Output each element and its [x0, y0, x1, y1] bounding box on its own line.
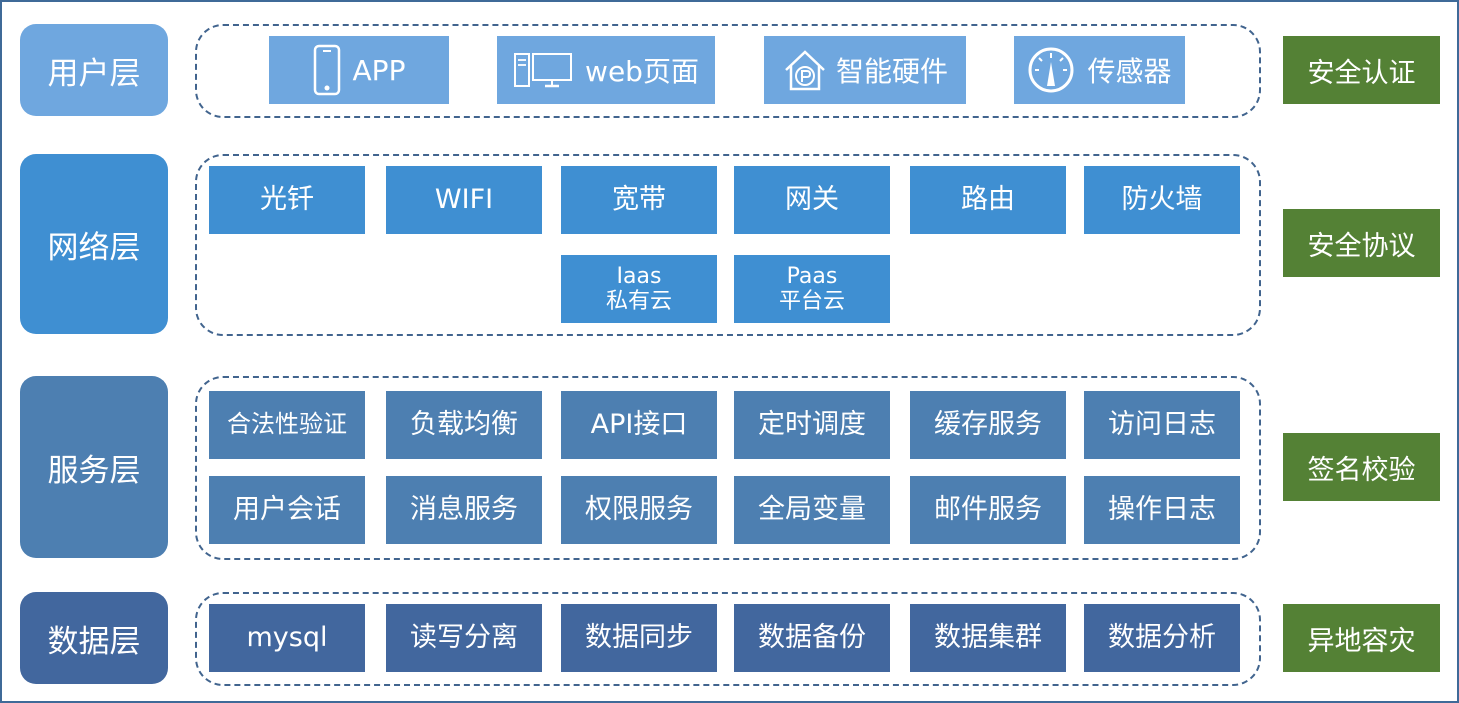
computer-icon — [514, 53, 573, 88]
network-layer-group — [195, 154, 1261, 336]
data-layer-label: 数据层 — [20, 592, 168, 684]
network-item: 路由 — [910, 166, 1066, 234]
user-item-label: 传感器 — [1087, 55, 1172, 88]
service-item: 邮件服务 — [910, 476, 1066, 544]
user-item-label: web页面 — [585, 55, 699, 88]
gauge-icon — [1028, 47, 1074, 93]
cloud-paas-line1: Paas — [786, 263, 838, 289]
service-item: API接口 — [561, 391, 717, 459]
smart-home-icon — [785, 50, 825, 91]
service-item: 合法性验证 — [209, 391, 365, 459]
security-auth: 安全认证 — [1283, 36, 1440, 104]
phone-icon — [313, 44, 340, 96]
user-item-app: APP — [269, 36, 449, 104]
network-item: 防火墙 — [1084, 166, 1240, 234]
data-item: 读写分离 — [386, 604, 542, 672]
user-layer-label: 用户层 — [20, 24, 168, 116]
security-disaster-recovery: 异地容灾 — [1283, 604, 1440, 672]
network-item: 光钎 — [209, 166, 365, 234]
cloud-iaas-line1: Iaas — [616, 263, 662, 289]
cloud-paas-line2: 平台云 — [778, 289, 845, 314]
service-layer-label: 服务层 — [20, 376, 168, 558]
data-item: 数据同步 — [561, 604, 717, 672]
cloud-paas: Paas 平台云 — [734, 255, 890, 323]
service-item: 全局变量 — [734, 476, 890, 544]
user-item-smart-hardware: 智能硬件 — [764, 36, 966, 104]
cloud-iaas: Iaas 私有云 — [561, 255, 717, 323]
service-layer-group — [195, 376, 1261, 560]
security-protocol: 安全协议 — [1283, 209, 1440, 277]
data-item: 数据集群 — [910, 604, 1066, 672]
security-signature: 签名校验 — [1283, 433, 1440, 501]
data-item: 数据备份 — [734, 604, 890, 672]
service-item: 操作日志 — [1084, 476, 1240, 544]
data-layer-group — [195, 592, 1261, 686]
network-item: 网关 — [734, 166, 890, 234]
network-layer-label: 网络层 — [20, 154, 168, 334]
service-item: 消息服务 — [386, 476, 542, 544]
data-item: mysql — [209, 604, 365, 672]
service-item: 缓存服务 — [910, 391, 1066, 459]
user-item-label: 智能硬件 — [835, 55, 948, 88]
network-item: WIFI — [386, 166, 542, 234]
service-item: 定时调度 — [734, 391, 890, 459]
service-item: 负载均衡 — [386, 391, 542, 459]
service-item: 访问日志 — [1084, 391, 1240, 459]
data-item: 数据分析 — [1084, 604, 1240, 672]
network-item: 宽带 — [561, 166, 717, 234]
service-item: 权限服务 — [561, 476, 717, 544]
user-item-sensor: 传感器 — [1014, 36, 1185, 104]
service-item: 用户会话 — [209, 476, 365, 544]
user-item-web: web页面 — [497, 36, 715, 104]
cloud-iaas-line2: 私有云 — [605, 289, 672, 314]
user-item-label: APP — [352, 53, 406, 87]
user-layer-group — [195, 24, 1261, 118]
